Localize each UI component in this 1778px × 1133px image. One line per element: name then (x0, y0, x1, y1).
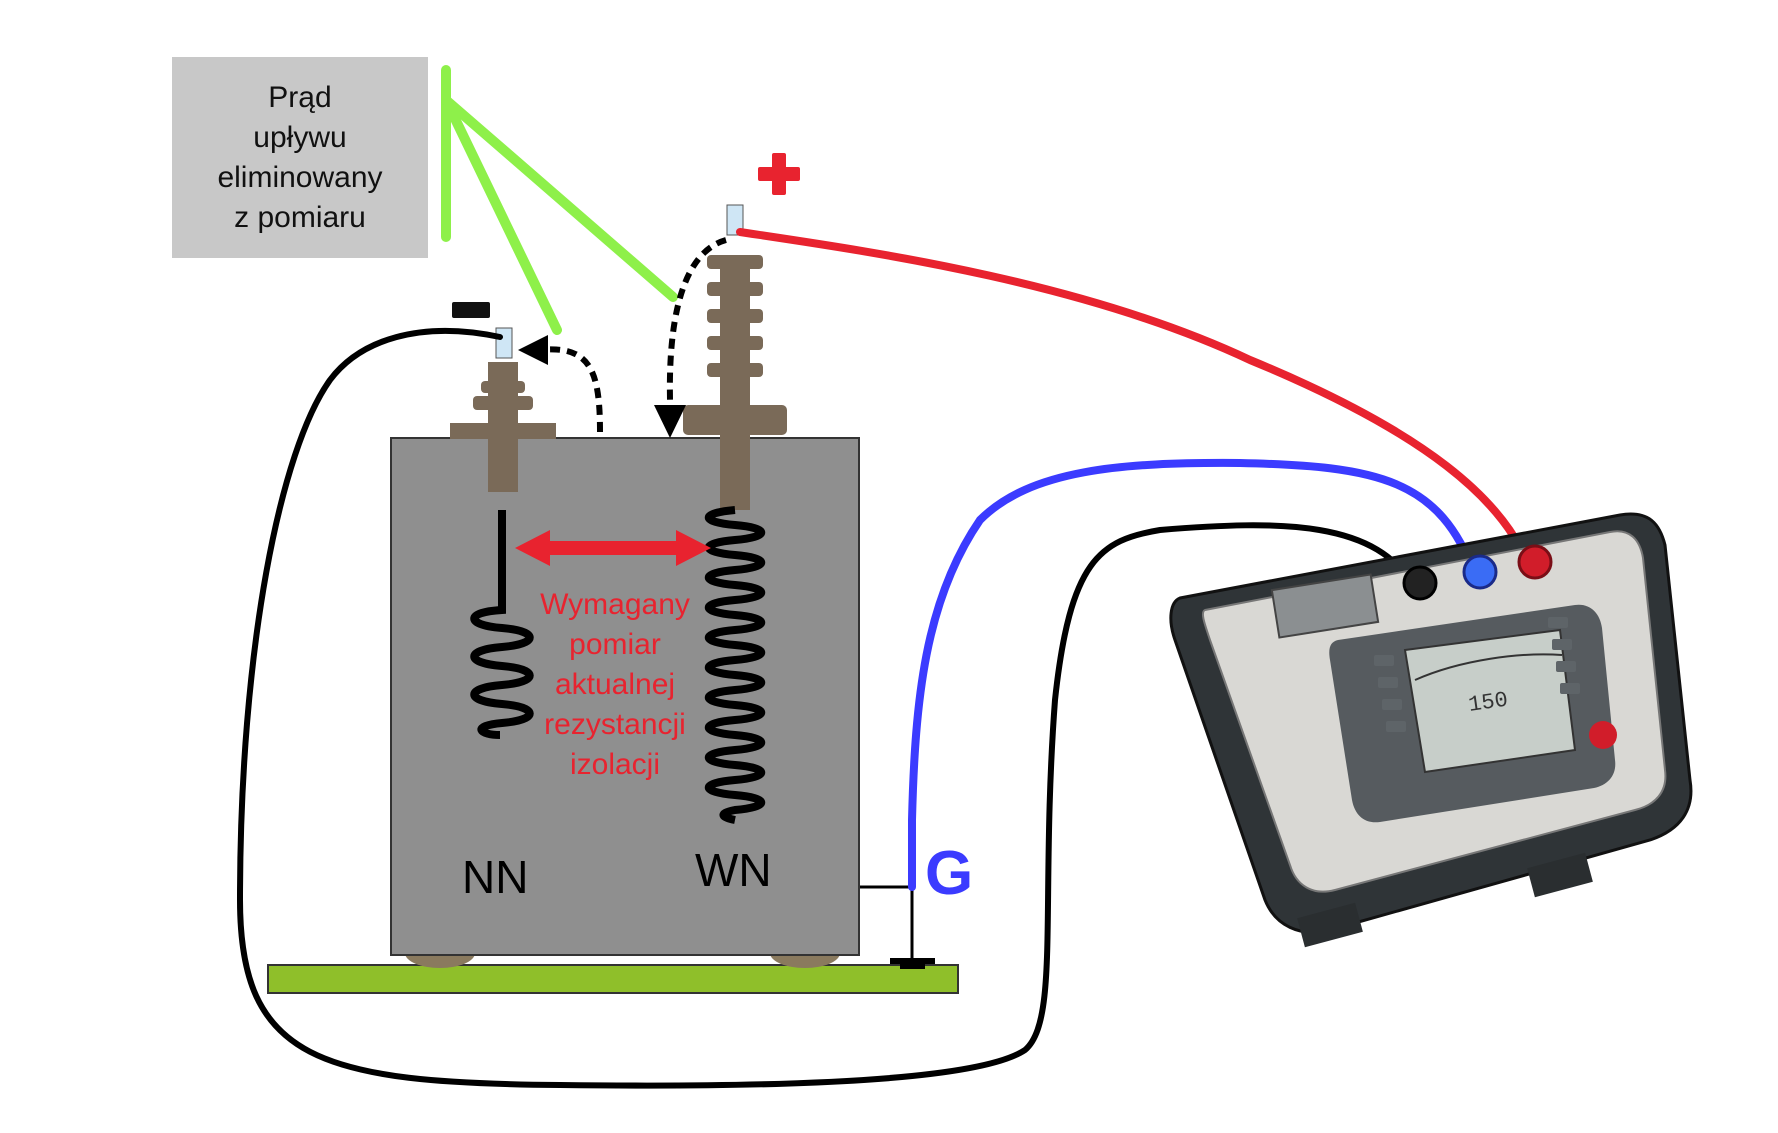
tester-latch-left (1297, 902, 1363, 948)
minus-icon (452, 302, 490, 318)
leakage-arrow-wn (654, 405, 686, 438)
ground-plate (267, 964, 959, 994)
insulation-double-arrow (515, 530, 711, 566)
tester-latch-right (1527, 852, 1593, 898)
leakage-arrow-nn (518, 335, 548, 365)
nn-label: NN (462, 851, 529, 903)
guard-tank-wire (860, 885, 914, 962)
leakage-note-text: Prąd upływu eliminowany z pomiaru (217, 80, 383, 234)
tester-right-buttons (1548, 617, 1580, 694)
measurement-note: Wymagany pomiar aktualnej rezystancji iz… (540, 588, 690, 781)
nn-bushing (450, 327, 556, 492)
leakage-note-box: Prąd upływu eliminowany z pomiaru (172, 57, 428, 258)
tester-scale (1414, 653, 1563, 681)
guard-socket (1462, 554, 1498, 590)
positive-lead (736, 228, 1537, 582)
positive-socket (1517, 544, 1553, 580)
wn-label: WN (695, 844, 772, 896)
tester-display-window (1270, 573, 1380, 639)
tester-test-button (1589, 721, 1617, 749)
nn-winding (470, 510, 534, 739)
insulation-tester (1169, 512, 1693, 948)
wn-bushing (683, 204, 787, 510)
negative-socket (1402, 565, 1438, 601)
guard-lead (908, 458, 1479, 891)
tester-screen (1403, 628, 1577, 774)
transformer-tank (390, 437, 860, 956)
guard-label: G (925, 839, 974, 908)
negative-lead (236, 328, 1418, 1089)
leakage-path-nn (539, 346, 603, 433)
wn-winding (705, 506, 765, 824)
leakage-lines (441, 65, 678, 335)
plus-icon (758, 153, 800, 195)
ground-terminal-base (900, 964, 925, 969)
meter-reading: 150 (1467, 688, 1510, 718)
ground-terminal (890, 958, 935, 964)
tester-left-buttons (1374, 655, 1406, 732)
